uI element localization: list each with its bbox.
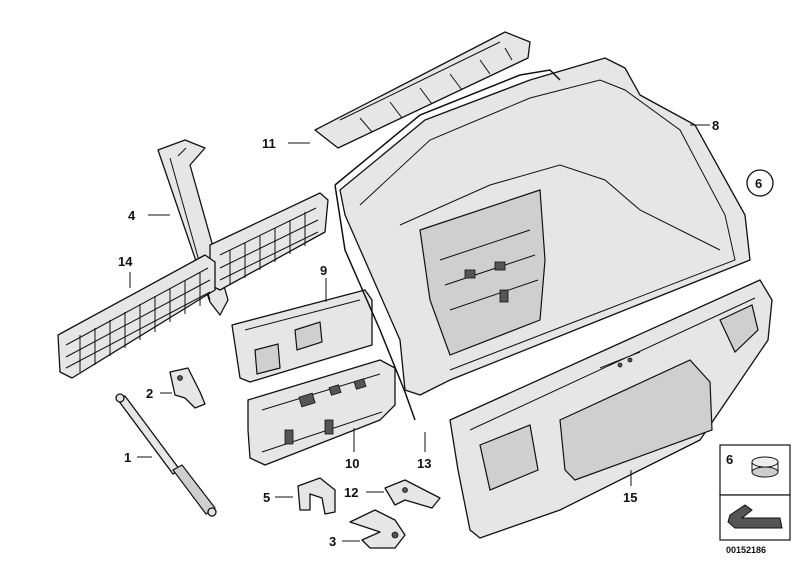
part-10-lower-panel [247, 359, 396, 466]
part-13-seal [334, 69, 561, 421]
callout-11: 11 [262, 136, 276, 151]
callout-9: 9 [320, 263, 327, 278]
part-3-latch-bracket [349, 509, 406, 549]
part-14-upper-grille [209, 192, 329, 291]
leader-lines [129, 124, 710, 542]
part-11-trim-strip [314, 31, 531, 149]
callout-3: 3 [329, 534, 336, 549]
callout-4: 4 [128, 208, 136, 223]
part-5-bracket [297, 477, 336, 515]
callout-6: 6 [755, 176, 762, 191]
part-2-bracket [169, 367, 206, 409]
callout-13: 13 [417, 456, 431, 471]
part-1-gas-strut [115, 393, 217, 517]
callout-8: 8 [712, 118, 719, 133]
part-14-lower-grille [57, 254, 216, 379]
part-8-liftgate-frame [339, 57, 751, 396]
callout-1: 1 [124, 450, 131, 465]
document-number: 00152186 [726, 545, 766, 555]
circled-callout-6: 6 [746, 169, 774, 197]
part-12-hinge-bracket [384, 479, 441, 509]
part-15-outer-panel [449, 279, 773, 539]
inset-panel: 6 00152186 [719, 444, 791, 555]
callout-15: 15 [623, 490, 637, 505]
callout-14: 14 [118, 254, 133, 269]
callout-12: 12 [344, 485, 358, 500]
callout-10: 10 [345, 456, 359, 471]
inset-part-number: 6 [726, 452, 733, 467]
callout-5: 5 [263, 490, 270, 505]
trim-profile-icon [727, 504, 783, 529]
plug-cap-icon [751, 456, 779, 478]
callout-2: 2 [146, 386, 153, 401]
part-9-upper-trim [231, 289, 373, 383]
